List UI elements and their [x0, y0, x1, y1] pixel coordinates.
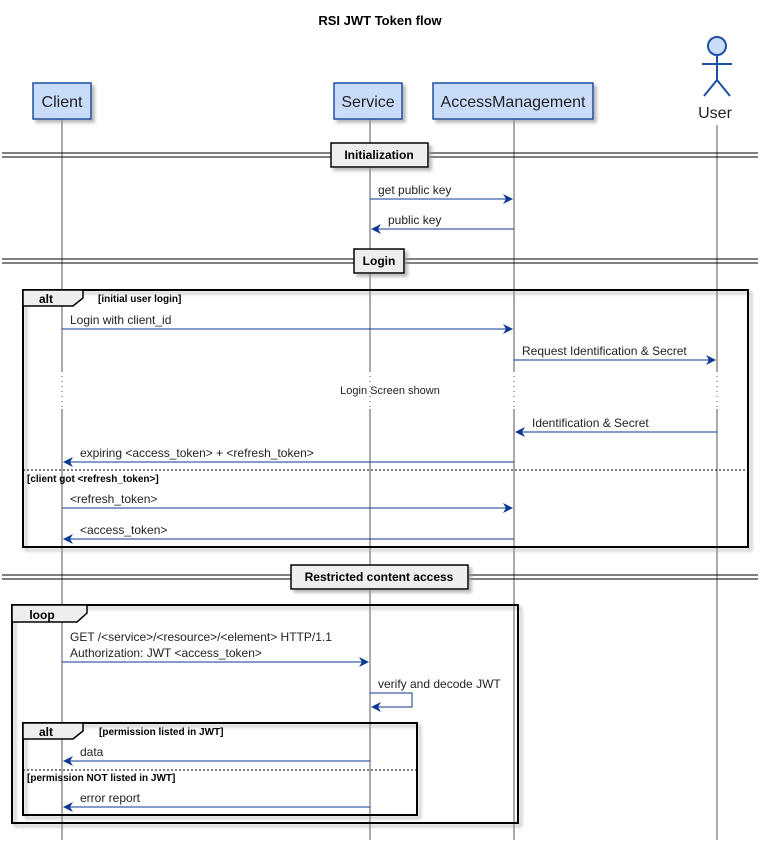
message-expiring-tokens: expiring <access_token> + <refresh_token… — [63, 446, 514, 467]
participant-client-label: Client — [42, 94, 83, 111]
fragment-login-alt-condition-2: [client got <refresh_token>] — [27, 474, 159, 485]
message-request-identification: Request Identification & Secret — [514, 344, 716, 365]
actor-user: User — [698, 36, 733, 122]
diagram-title: RSI JWT Token flow — [318, 13, 442, 28]
fragment-permission-alt: alt [permission listed in JWT] [permissi… — [22, 722, 418, 816]
fragment-loop-keyword: loop — [29, 608, 54, 622]
message-request-identification-label: Request Identification & Secret — [522, 344, 687, 358]
message-verify-decode-jwt-label: verify and decode JWT — [378, 677, 501, 691]
fragment-login-alt-condition-1: [initial user login] — [98, 294, 181, 305]
message-identification-secret-label: Identification & Secret — [532, 416, 649, 430]
message-login-with-client-id-label: Login with client_id — [70, 313, 171, 327]
message-data-label: data — [80, 745, 104, 759]
message-access-token-label: <access_token> — [80, 523, 167, 537]
message-error-report-label: error report — [80, 791, 141, 805]
message-login-with-client-id: Login with client_id — [62, 313, 513, 334]
lifelines — [61, 119, 718, 840]
message-data: data — [63, 745, 370, 766]
message-refresh-token: <refresh_token> — [62, 492, 513, 513]
message-public-key-label: public key — [388, 213, 441, 227]
fragment-permission-alt-keyword: alt — [39, 725, 53, 739]
participant-client: Client — [32, 82, 92, 120]
divider-login: Login — [2, 248, 758, 274]
divider-restricted-content: Restricted content access — [2, 564, 758, 590]
divider-initialization: Initialization — [2, 142, 758, 168]
fragment-login-alt: alt [initial user login] [client got <re… — [22, 289, 749, 548]
fragment-login-alt-keyword: alt — [39, 292, 53, 306]
actor-user-label: User — [698, 105, 732, 122]
message-identification-secret: Identification & Secret — [515, 416, 717, 437]
divider-restricted-content-label: Restricted content access — [305, 570, 454, 584]
message-access-token: <access_token> — [63, 523, 514, 544]
fragment-permission-alt-condition-1: [permission listed in JWT] — [99, 727, 223, 738]
participant-access-management-label: AccessManagement — [441, 94, 587, 111]
message-get-resource: GET /<service>/<resource>/<element> HTTP… — [62, 630, 369, 667]
message-public-key: public key — [371, 213, 514, 234]
message-get-public-key: get public key — [370, 183, 513, 204]
divider-login-label: Login — [363, 254, 396, 268]
message-error-report: error report — [63, 791, 370, 812]
message-get-public-key-label: get public key — [378, 183, 451, 197]
participant-access-management: AccessManagement — [432, 82, 594, 120]
participant-service-label: Service — [341, 94, 394, 111]
divider-initialization-label: Initialization — [344, 148, 413, 162]
participant-service: Service — [333, 82, 403, 120]
message-get-resource-line1: GET /<service>/<resource>/<element> HTTP… — [70, 630, 332, 644]
message-expiring-tokens-label: expiring <access_token> + <refresh_token… — [80, 446, 314, 460]
delay-login-screen-label: Login Screen shown — [340, 385, 440, 397]
fragment-permission-alt-condition-2: [permission NOT listed in JWT] — [27, 773, 175, 784]
message-refresh-token-label: <refresh_token> — [70, 492, 157, 506]
delay-login-screen: Login Screen shown — [55, 371, 725, 409]
message-get-resource-line2: Authorization: JWT <access_token> — [70, 646, 262, 660]
actor-icon — [702, 36, 732, 97]
message-verify-decode-jwt: verify and decode JWT — [370, 677, 501, 712]
fragment-loop: loop — [11, 604, 519, 824]
